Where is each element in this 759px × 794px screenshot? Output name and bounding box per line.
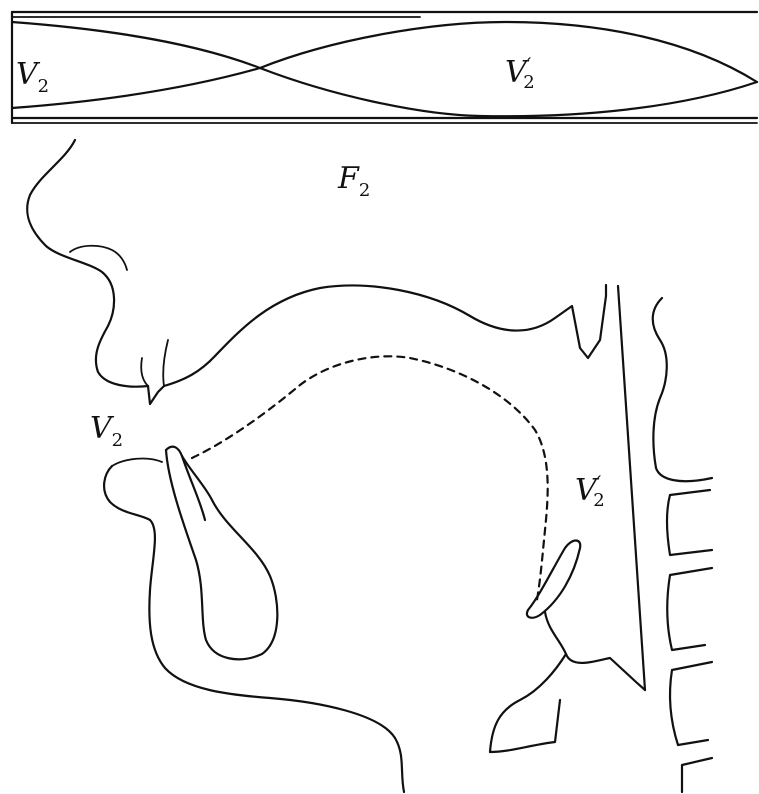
palate-velum xyxy=(164,285,606,386)
upper-gum-lip-2 xyxy=(163,340,168,386)
epiglottis xyxy=(527,541,580,618)
label-v2-tube: V2 xyxy=(16,57,49,97)
vertebra-4 xyxy=(682,758,712,792)
mandible-inner xyxy=(166,450,277,659)
label-v2-lips: V2 xyxy=(90,411,123,451)
lower-lip-top xyxy=(112,459,162,466)
tongue-surface-dashed xyxy=(192,356,548,605)
label-formant-f2: F2 xyxy=(337,161,370,201)
vertebra-top xyxy=(653,298,712,481)
label-v2prime-pharynx: V′2 xyxy=(575,471,605,511)
face-profile-upper xyxy=(27,140,148,387)
vertebra-2 xyxy=(667,568,712,650)
vertebra-3 xyxy=(670,662,712,745)
posterior-pharyngeal-wall xyxy=(618,286,645,690)
upper-gum-lip xyxy=(141,358,148,386)
wave-envelope-lower xyxy=(12,68,757,116)
nostril xyxy=(70,246,127,270)
upper-incisor xyxy=(148,386,164,404)
cervical-vertebrae xyxy=(653,298,712,792)
wave-envelope-upper xyxy=(12,22,757,82)
vertebra-1 xyxy=(667,490,712,555)
vocal-tract-section: V2 V′2 xyxy=(27,140,712,792)
standing-wave-panel: V2 V′2 xyxy=(12,12,757,123)
larynx-front xyxy=(490,654,566,752)
lower-lip xyxy=(104,466,404,792)
larynx-outline xyxy=(545,612,645,690)
label-v2prime-tube: V′2 xyxy=(505,53,535,93)
